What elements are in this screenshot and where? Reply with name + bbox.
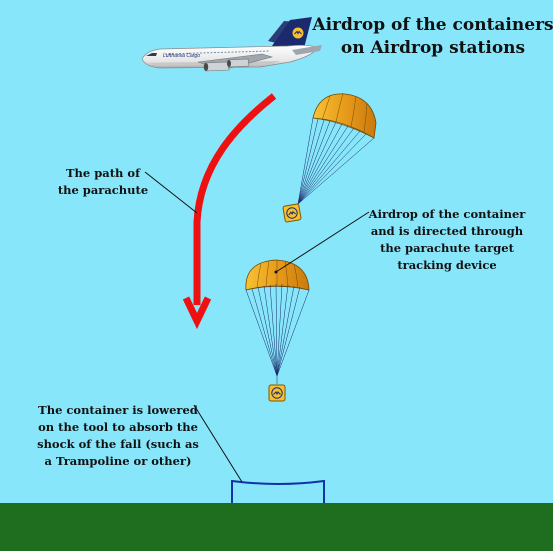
trampoline — [231, 480, 325, 503]
container-lower — [268, 384, 286, 402]
landing-label-line-3: shock of the fall (such as — [37, 437, 199, 451]
path-label-line-2: the parachute — [58, 183, 148, 197]
cargo-aircraft: Lufthansa Cargo — [141, 17, 322, 72]
tracking-label-line-2: and is directed through — [371, 224, 524, 238]
ground — [0, 503, 553, 551]
callout-lines — [144, 171, 370, 483]
diagram-title-line-2: on Airdrop stations — [341, 38, 525, 58]
landing-label-line-1: The container is lowered — [38, 403, 198, 417]
diagram-title-line-1: Airdrop of the containers — [311, 15, 553, 35]
landing-label-line-4: a Trampoline or other) — [45, 454, 192, 468]
tracking-label-line-1: Airdrop of the container — [368, 207, 527, 221]
parachute-path-arrow — [182, 93, 277, 330]
tracking-device-marker — [274, 270, 278, 274]
tracking-label-line-3: the parachute target — [380, 241, 515, 255]
tracking-label-line-4: tracking device — [397, 258, 496, 272]
container-upper — [282, 203, 302, 223]
landing-label-line-2: on the tool to absorb the — [38, 420, 198, 434]
path-label-line-1: The path of — [66, 166, 141, 180]
aircraft-livery: Lufthansa Cargo — [163, 53, 200, 59]
parachute-lower — [245, 259, 310, 402]
parachute-upper — [282, 92, 377, 223]
